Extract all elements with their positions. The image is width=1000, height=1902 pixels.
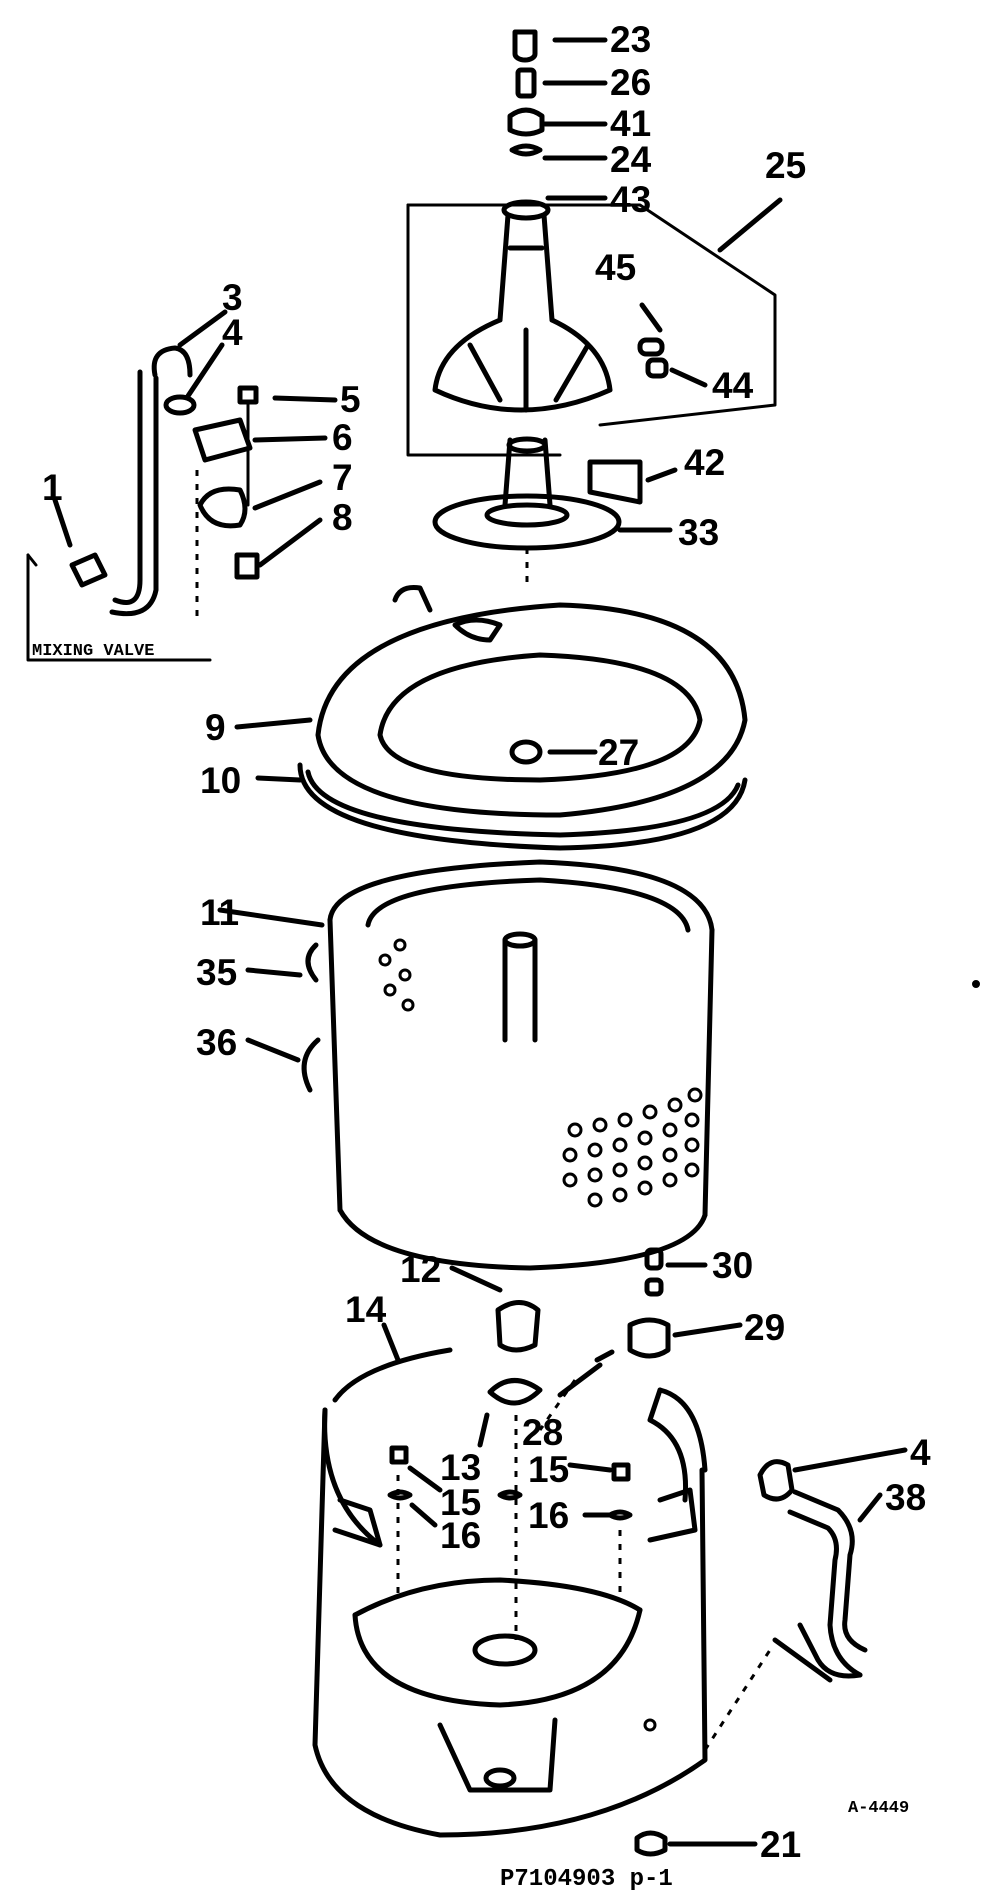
drawing-code: A-4449	[848, 1799, 909, 1818]
callout-10: 10	[200, 760, 241, 801]
mixing-valve-label: MIXING VALVE	[32, 642, 154, 661]
part-number-label: P7104903 p-1	[500, 1866, 673, 1893]
callout-6: 6	[332, 417, 353, 458]
callout-7: 7	[332, 457, 353, 498]
callout-15-left: 15	[440, 1482, 481, 1523]
callout-41: 41	[610, 103, 651, 144]
callout-14: 14	[345, 1289, 387, 1330]
callout-26: 26	[610, 62, 651, 103]
callout-labels: 23 26 41 24 43 25 45 44 42 33 3 4 5 6 7 …	[32, 19, 931, 1893]
callout-36: 36	[196, 1022, 237, 1063]
spin-basket	[301, 859, 715, 1271]
basket-perforations	[562, 1087, 703, 1208]
callout-29: 29	[744, 1307, 785, 1348]
callout-3: 3	[222, 277, 243, 318]
callout-23: 23	[610, 19, 651, 60]
callout-13: 13	[440, 1447, 481, 1488]
callout-33: 33	[678, 512, 719, 553]
callout-9: 9	[205, 707, 226, 748]
callout-1: 1	[42, 467, 63, 508]
tub-cover-assembly	[297, 585, 748, 851]
drain-hose-assembly	[703, 1459, 868, 1751]
agitator-assembly	[406, 29, 777, 590]
callout-21: 21	[760, 1824, 801, 1865]
callout-12: 12	[400, 1249, 441, 1290]
callout-8: 8	[332, 497, 353, 538]
callout-16-right: 16	[528, 1495, 569, 1536]
callout-25: 25	[765, 145, 806, 186]
inlet-hose-assembly	[26, 345, 260, 662]
callout-43: 43	[610, 179, 651, 220]
callout-11: 11	[200, 892, 239, 933]
callout-27: 27	[598, 732, 639, 773]
callout-45: 45	[595, 247, 636, 288]
callout-44: 44	[712, 365, 754, 406]
callout-30: 30	[712, 1245, 753, 1286]
callout-35: 35	[196, 952, 237, 993]
callout-5: 5	[340, 379, 361, 420]
callout-38: 38	[885, 1477, 926, 1518]
outer-tub-assembly	[312, 1247, 708, 1857]
callout-16-left: 16	[440, 1515, 481, 1556]
callout-15-right: 15	[528, 1449, 569, 1490]
callout-42: 42	[684, 442, 725, 483]
leader-lines	[52, 37, 908, 1847]
callout-4-lower: 4	[910, 1432, 931, 1473]
callout-4-upper: 4	[222, 312, 243, 353]
callout-28: 28	[522, 1412, 563, 1453]
speck-mark	[972, 980, 980, 988]
callout-24: 24	[610, 139, 652, 180]
